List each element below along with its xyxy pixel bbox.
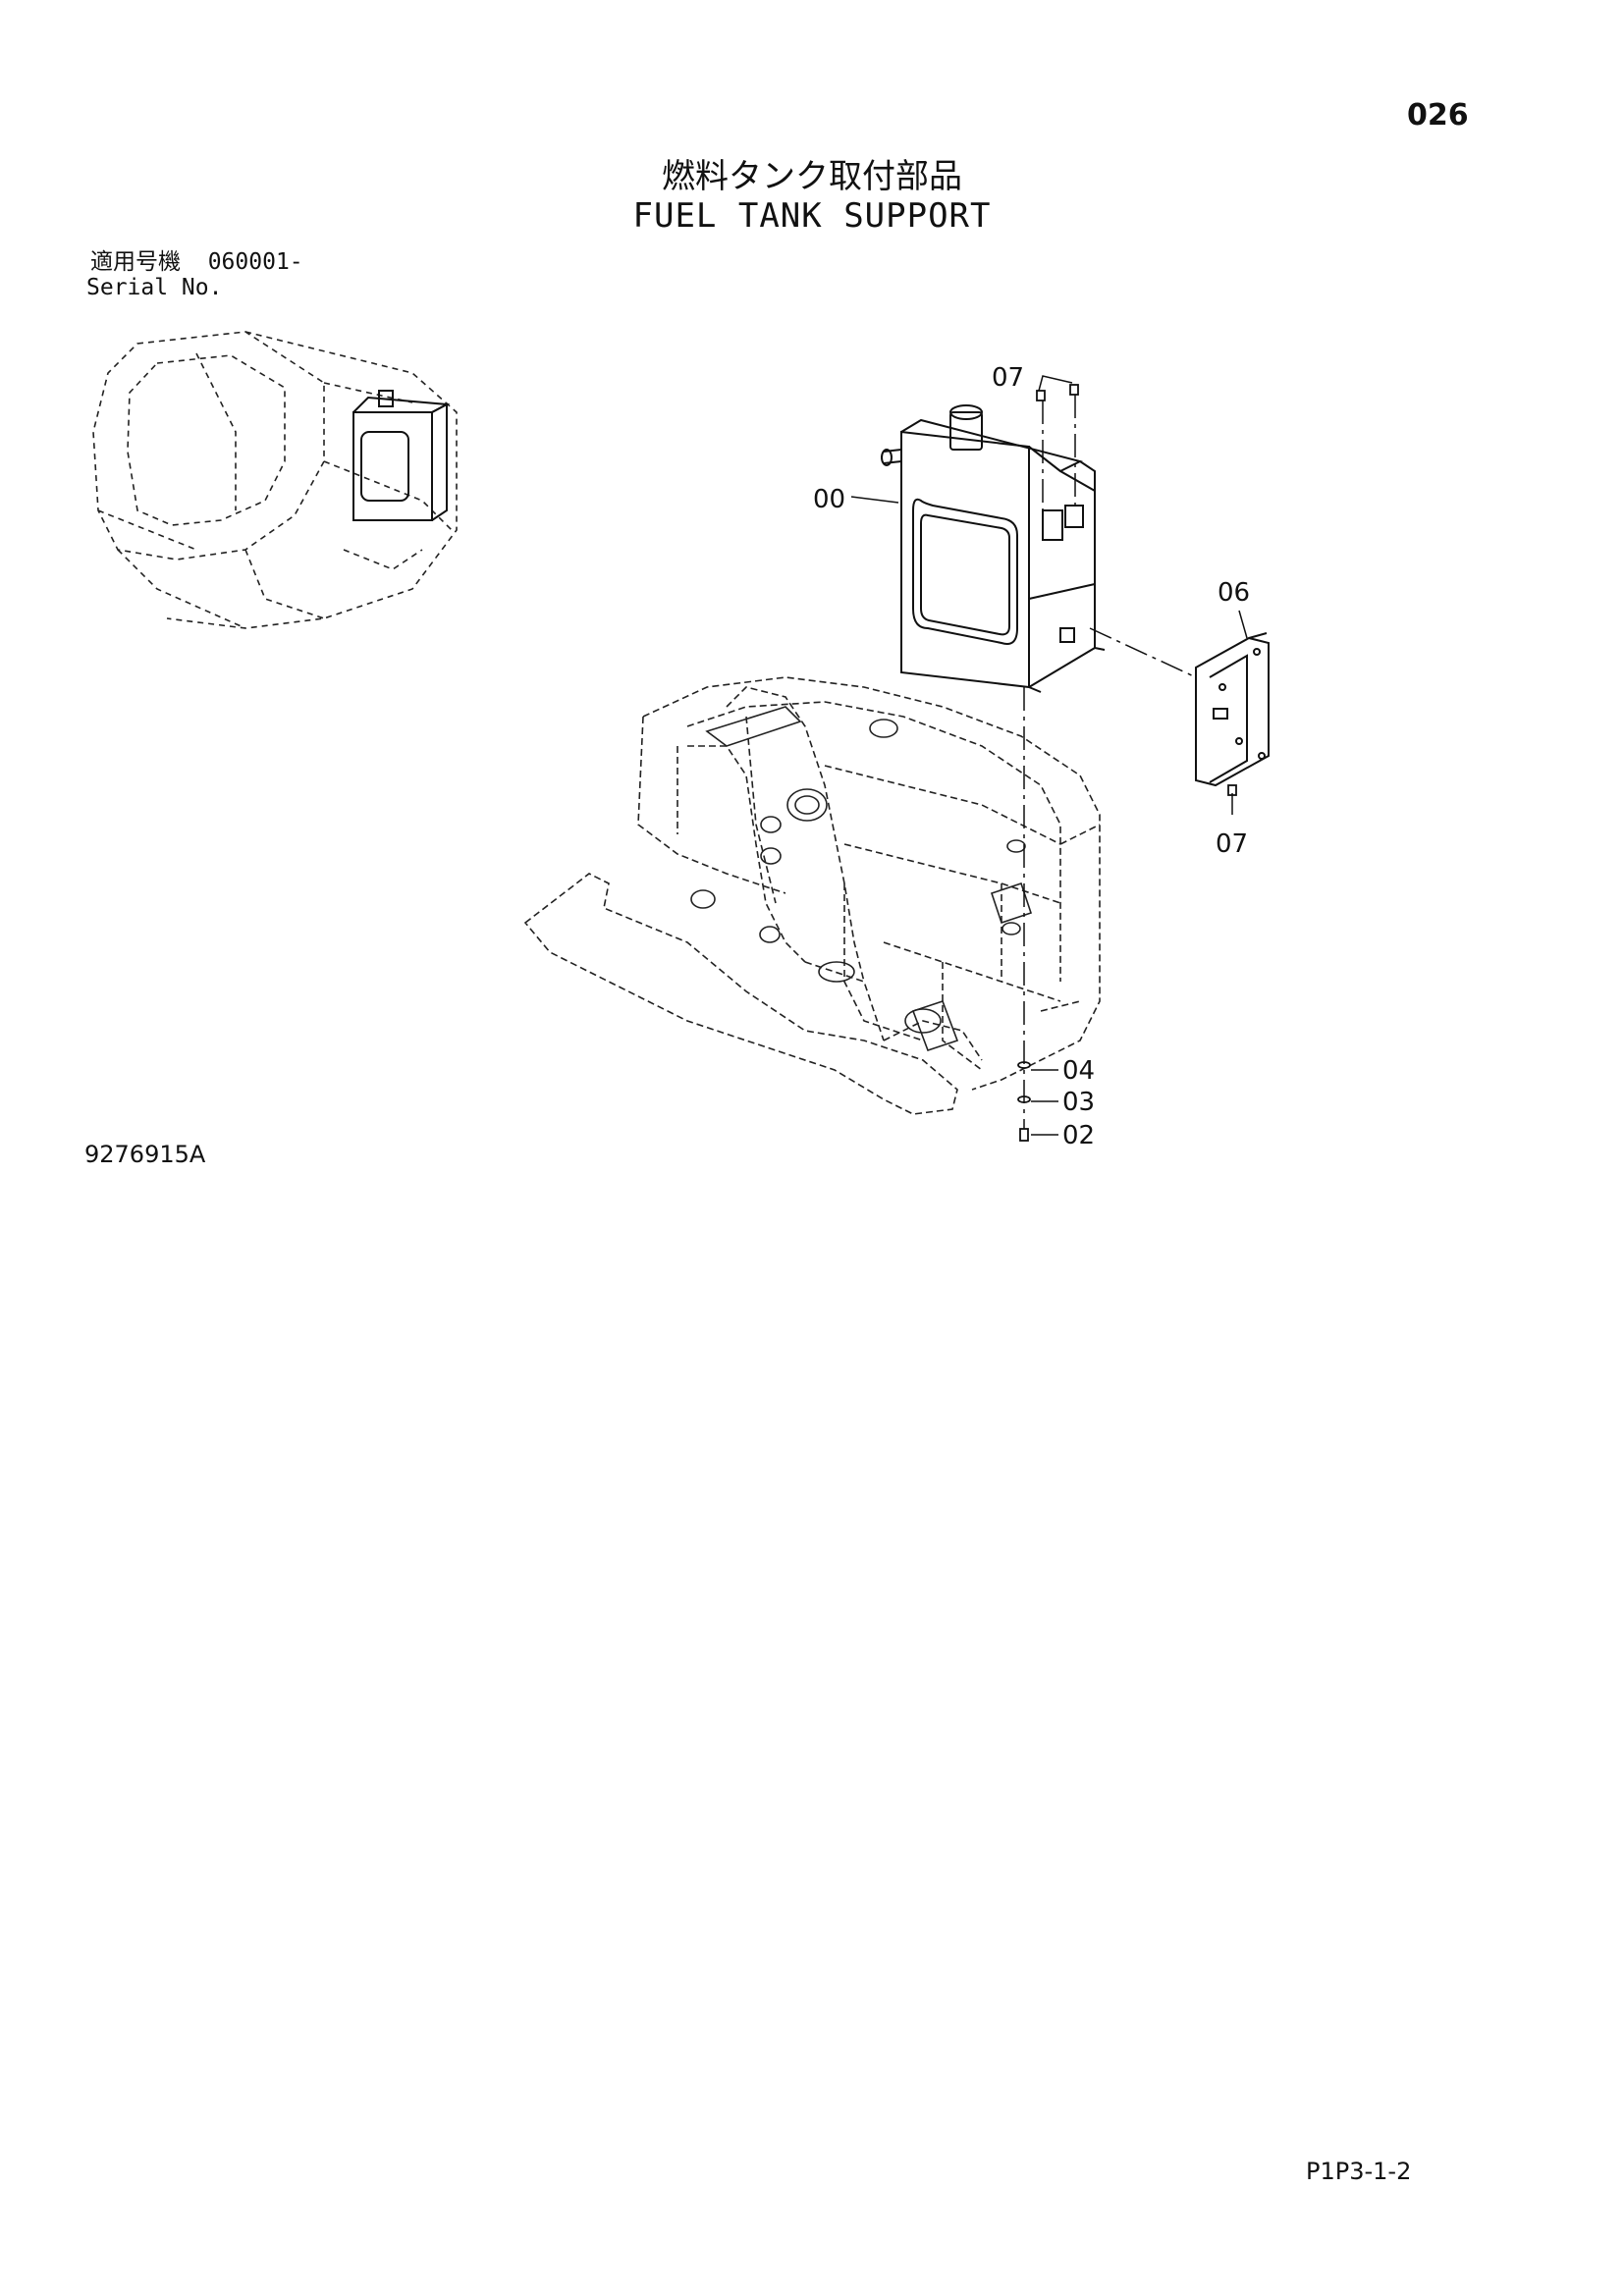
- tank-bracket: [1195, 632, 1270, 787]
- bolt-07-top-a: [1036, 390, 1046, 401]
- callout-07-top: 07: [992, 363, 1024, 393]
- fuel-tank: [881, 404, 1106, 693]
- bolt-02: [1019, 1128, 1029, 1142]
- bolts: [1017, 384, 1237, 1142]
- overview-excavator-sketch: [92, 331, 458, 629]
- serial-label-english: Serial No.: [86, 275, 223, 300]
- callout-03: 03: [1062, 1088, 1095, 1117]
- bolt-07-top-b: [1069, 384, 1079, 396]
- revolving-frame: [523, 676, 1101, 1115]
- serial-label-japanese: 適用号機: [90, 249, 181, 275]
- page-title-japanese: 燃料タンク取付部品: [662, 157, 962, 196]
- page-title-english: FUEL TANK SUPPORT: [632, 196, 992, 236]
- serial-number-block: 適用号機 060001- Serial No.: [86, 249, 303, 300]
- overview-fuel-tank-highlight: [352, 390, 451, 521]
- callout-06: 06: [1218, 578, 1250, 608]
- page-number: 026: [1407, 98, 1469, 133]
- callout-04: 04: [1062, 1056, 1095, 1086]
- callout-02: 02: [1062, 1121, 1095, 1150]
- serial-range: 060001-: [207, 249, 303, 275]
- leader-lines: [850, 375, 1248, 1136]
- page-code: P1P3-1-2: [1306, 2158, 1412, 2185]
- callout-00: 00: [813, 485, 845, 514]
- assembly-center-lines: [1023, 395, 1197, 1129]
- illustration-number: 9276915A: [84, 1141, 206, 1168]
- serial-row-japanese: 適用号機 060001-: [90, 249, 303, 275]
- frame-details: [690, 706, 1033, 1052]
- callout-07-bottom: 07: [1216, 829, 1248, 859]
